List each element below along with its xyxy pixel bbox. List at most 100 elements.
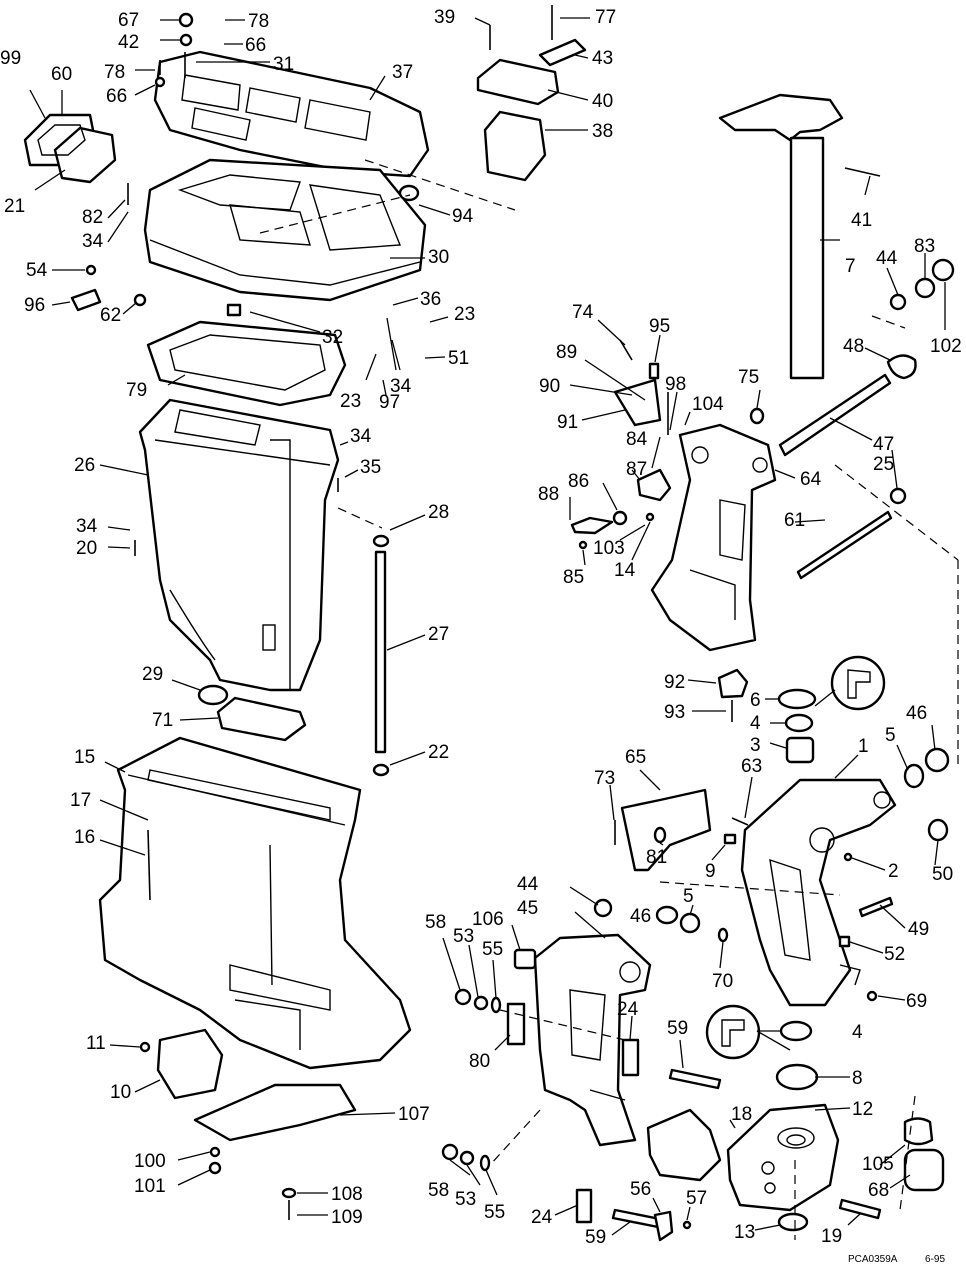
- bushing-58a: [454, 988, 472, 1006]
- label-101: 101: [134, 1176, 166, 1197]
- seal-4b: [779, 1020, 813, 1042]
- label-77: 77: [595, 7, 616, 28]
- footer-date: 6-95: [925, 1254, 945, 1265]
- label-50: 50: [932, 864, 953, 885]
- bushing-58b: [441, 1143, 459, 1161]
- label-11: 11: [86, 1033, 106, 1054]
- label-49: 49: [908, 919, 929, 940]
- label-86: 86: [568, 471, 589, 492]
- label-79: 79: [126, 380, 147, 401]
- spring-74: [619, 339, 633, 361]
- lower-swivel-12-detail: [761, 1127, 815, 1194]
- pin-85: [578, 540, 588, 550]
- screw-11: [139, 1041, 151, 1053]
- part-70: [717, 927, 729, 943]
- label-32: 32: [322, 327, 343, 348]
- washer-46b: [924, 747, 950, 773]
- label-18: 18: [731, 1104, 752, 1125]
- clip-43: [538, 38, 587, 67]
- label-5a: 5: [885, 725, 896, 746]
- washer-14: [645, 512, 655, 522]
- seal-29: [197, 684, 229, 706]
- label-23a: 23: [454, 304, 475, 325]
- label-93: 93: [664, 702, 685, 723]
- bolt-19: [838, 1198, 882, 1220]
- label-68: 68: [868, 1180, 889, 1201]
- stud-16: [147, 829, 151, 901]
- spring-86: [612, 510, 628, 526]
- plate-107: [193, 1083, 357, 1142]
- label-52: 52: [884, 944, 905, 965]
- midsection-15: [98, 736, 412, 1070]
- clip-48: [886, 354, 917, 380]
- label-34b: 34: [390, 376, 412, 397]
- block-106: [513, 948, 537, 970]
- gasket-79-inner: [169, 334, 326, 391]
- label-61: 61: [784, 510, 805, 531]
- midsection-15-detail: [127, 769, 346, 1050]
- washer-108: [281, 1187, 297, 1199]
- label-69: 69: [906, 991, 927, 1012]
- label-42: 42: [118, 32, 139, 53]
- label-67: 67: [118, 10, 139, 31]
- bushing-13: [777, 1212, 809, 1232]
- seal-32: [226, 303, 242, 317]
- label-28: 28: [428, 502, 449, 523]
- gasket-37: [153, 50, 430, 178]
- exhaust-housing-26-detail: [154, 409, 331, 690]
- bolt-59a: [668, 1068, 722, 1090]
- label-21: 21: [4, 196, 25, 217]
- label-38: 38: [592, 121, 613, 142]
- label-87: 87: [626, 459, 647, 480]
- label-24a: 24: [617, 999, 639, 1020]
- label-44b: 44: [517, 874, 539, 895]
- nut-67: [178, 12, 194, 28]
- washer-100: [209, 1146, 221, 1158]
- steering-shaft-7: [789, 136, 825, 380]
- label-88: 88: [538, 484, 559, 505]
- label-56: 56: [630, 1179, 651, 1200]
- label-9: 9: [705, 861, 716, 882]
- plate-24a: [621, 1038, 640, 1077]
- label-34a: 34: [82, 231, 104, 252]
- label-3: 3: [750, 735, 761, 756]
- cam-84: [636, 468, 672, 502]
- label-24b: 24: [531, 1207, 553, 1228]
- label-36: 36: [420, 289, 441, 310]
- swivel-bracket-64-detail: [689, 446, 768, 620]
- exhaust-housing-26: [138, 398, 340, 692]
- bushing-25: [889, 487, 907, 505]
- label-105: 105: [862, 1154, 894, 1175]
- label-65: 65: [625, 747, 646, 768]
- label-107: 107: [398, 1104, 430, 1125]
- bracket-65: [620, 788, 712, 872]
- label-44a: 44: [876, 248, 898, 269]
- label-96: 96: [24, 295, 45, 316]
- leader-lines: [29, 17, 946, 1236]
- label-58a: 58: [425, 912, 446, 933]
- bushing-50: [927, 818, 949, 842]
- label-85: 85: [563, 567, 584, 588]
- bushing-3: [785, 736, 815, 764]
- grommet-22: [372, 763, 390, 777]
- assembly-lines: [259, 159, 959, 1240]
- label-39: 39: [434, 7, 455, 28]
- label-58b: 58: [428, 1180, 449, 1201]
- label-109: 109: [331, 1207, 363, 1228]
- label-8: 8: [852, 1068, 863, 1089]
- tilt-tube-47: [778, 373, 892, 457]
- label-16: 16: [74, 827, 95, 848]
- label-103: 103: [593, 538, 625, 559]
- label-62: 62: [100, 305, 121, 326]
- clip-56: [653, 1210, 674, 1242]
- label-25: 25: [873, 454, 894, 475]
- callout-labels: 67 42 78 66 31 78 66 99 60 37 21 82 34 9…: [0, 7, 962, 1248]
- swivel-bracket-64: [650, 423, 777, 652]
- washer-53b: [459, 1150, 475, 1166]
- label-43: 43: [592, 48, 613, 69]
- gasket-37-openings: [181, 74, 371, 141]
- label-1: 1: [858, 736, 869, 757]
- label-35: 35: [360, 457, 381, 478]
- washer-55a: [490, 996, 502, 1014]
